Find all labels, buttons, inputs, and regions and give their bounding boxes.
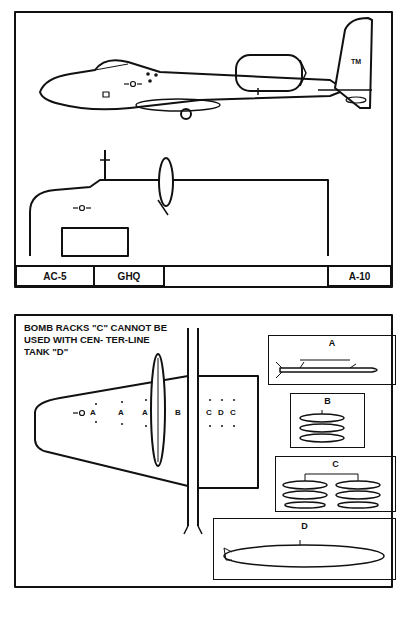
store-inset: A bbox=[268, 335, 396, 385]
store-inset: C bbox=[275, 456, 396, 512]
station-letter: A bbox=[141, 408, 149, 417]
box-text: B bbox=[291, 396, 364, 406]
store-inset: B bbox=[290, 393, 365, 448]
top-view bbox=[30, 150, 328, 256]
trademark: TM bbox=[351, 58, 361, 65]
box-text: C bbox=[276, 459, 395, 469]
station-letter: A bbox=[89, 408, 97, 417]
card-frame bbox=[15, 315, 392, 587]
note-text: BOMB RACKS "C" CANNOT BE USED WITH CEN- … bbox=[24, 322, 174, 358]
type-cell: A-10 bbox=[327, 265, 392, 287]
station-letter: A bbox=[117, 408, 125, 417]
store-inset: D bbox=[213, 518, 396, 580]
box-text: GHQ bbox=[118, 271, 141, 282]
side-view bbox=[40, 18, 372, 119]
station-letter: B bbox=[174, 408, 182, 417]
box-text: A bbox=[269, 338, 395, 348]
station-letter: C bbox=[229, 408, 237, 417]
card-frame bbox=[15, 12, 392, 287]
inset-art bbox=[224, 360, 384, 567]
code-cell: AC-5 bbox=[15, 265, 95, 287]
box-text: A-10 bbox=[349, 271, 371, 282]
station-letter: D bbox=[217, 408, 225, 417]
box-text: AC-5 bbox=[43, 271, 66, 282]
code-cell: GHQ bbox=[93, 265, 165, 287]
box-text: D bbox=[214, 521, 395, 531]
station-letter: C bbox=[205, 408, 213, 417]
wing-plan bbox=[35, 328, 258, 534]
